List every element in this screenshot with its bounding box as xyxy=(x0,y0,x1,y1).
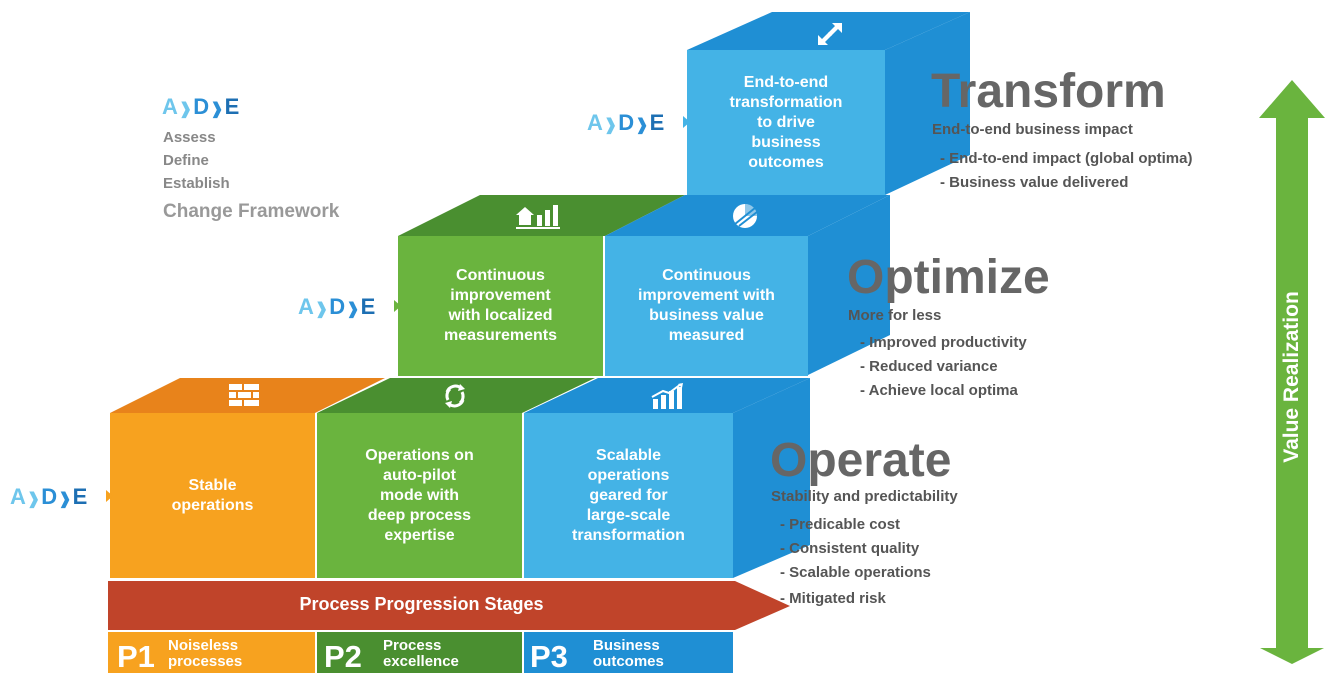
level-subtitle-transform: End-to-end business impact xyxy=(932,121,1133,138)
level-bullet-operate-1: - Predicable cost xyxy=(780,516,901,533)
top-side xyxy=(885,12,970,195)
legend-item-assess: Assess xyxy=(163,129,216,146)
mid-box-right xyxy=(605,236,808,376)
box-continuous-improvement-localized: Continuous improvement with localized me… xyxy=(444,267,557,344)
bot-roof-2 xyxy=(317,378,595,413)
ade-marker-transform: A❱D❱E xyxy=(587,110,665,135)
top-roof xyxy=(687,12,970,50)
top-box xyxy=(687,50,885,195)
box-continuous-improvement-business-value: Continuous improvement with business val… xyxy=(638,267,775,344)
stage-code-p2: P2 xyxy=(324,639,362,673)
value-realization-label: Value Realization xyxy=(1280,291,1303,463)
stage-desc-p1: Noiseless processes xyxy=(168,637,243,670)
stage-code-p1: P1 xyxy=(117,639,155,673)
level-subtitle-optimize: More for less xyxy=(848,307,942,324)
bot-box-2 xyxy=(317,413,522,578)
box-auto-pilot-operations: Operations on auto-pilot mode with deep … xyxy=(365,446,474,544)
level-bullet-optimize-3: - Achieve local optima xyxy=(860,382,1018,399)
value-arrow xyxy=(1259,80,1325,664)
level-bullet-transform-1: - End-to-end impact (global optima) xyxy=(940,150,1193,167)
ade-marker-optimize: A❱D❱E xyxy=(298,294,376,319)
home-chart-icon xyxy=(510,201,570,231)
level-bullet-operate-2: - Consistent quality xyxy=(780,540,920,557)
bot-side xyxy=(733,378,810,578)
growth-chart-icon xyxy=(648,381,688,411)
stage-p3-bg xyxy=(524,632,733,673)
bot-roof-3 xyxy=(524,378,810,413)
bricks-icon xyxy=(226,381,262,411)
progression-label: Process Progression Stages xyxy=(299,594,544,614)
legend-item-define: Define xyxy=(163,152,209,169)
legend-title: Change Framework xyxy=(163,201,340,222)
pie-chart-icon xyxy=(728,200,762,232)
ade-marker-operate: A❱D❱E xyxy=(10,484,88,509)
bot-box-1 xyxy=(110,413,315,578)
cycle-icon xyxy=(438,381,472,411)
level-bullet-transform-2: - Business value delivered xyxy=(940,174,1129,191)
level-bullet-operate-3: - Scalable operations xyxy=(780,564,931,581)
bot-box-3 xyxy=(524,413,733,578)
stage-code-p3: P3 xyxy=(530,639,568,673)
stage-p1-bg xyxy=(108,632,315,673)
level-title-optimize: Optimize xyxy=(847,251,1050,304)
level-title-operate: Operate xyxy=(770,434,952,487)
box-stable-operations: Stable operations xyxy=(171,476,254,514)
level-bullet-optimize-2: - Reduced variance xyxy=(860,358,998,375)
stage-p2-bg xyxy=(317,632,522,673)
level-bullet-optimize-1: - Improved productivity xyxy=(860,334,1027,351)
mid-box-left xyxy=(398,236,603,376)
level-bullet-operate-4: - Mitigated risk xyxy=(780,590,886,607)
transform-arrows-icon xyxy=(814,20,846,48)
legend-item-establish: Establish xyxy=(163,175,230,192)
ade-legend-logo: A❱D❱E xyxy=(162,94,240,119)
box-scalable-operations: Scalable operations geared for large-sca… xyxy=(572,446,685,544)
level-subtitle-operate: Stability and predictability xyxy=(771,488,958,505)
mid-side xyxy=(808,195,890,375)
box-end-to-end-transformation: End-to-end transformation to drive busin… xyxy=(729,73,843,171)
stage-desc-p2: Process excellence xyxy=(383,637,459,670)
level-title-transform: Transform xyxy=(931,65,1166,118)
progression-arrow xyxy=(108,581,790,630)
stage-desc-p3: Business outcomes xyxy=(593,637,664,670)
